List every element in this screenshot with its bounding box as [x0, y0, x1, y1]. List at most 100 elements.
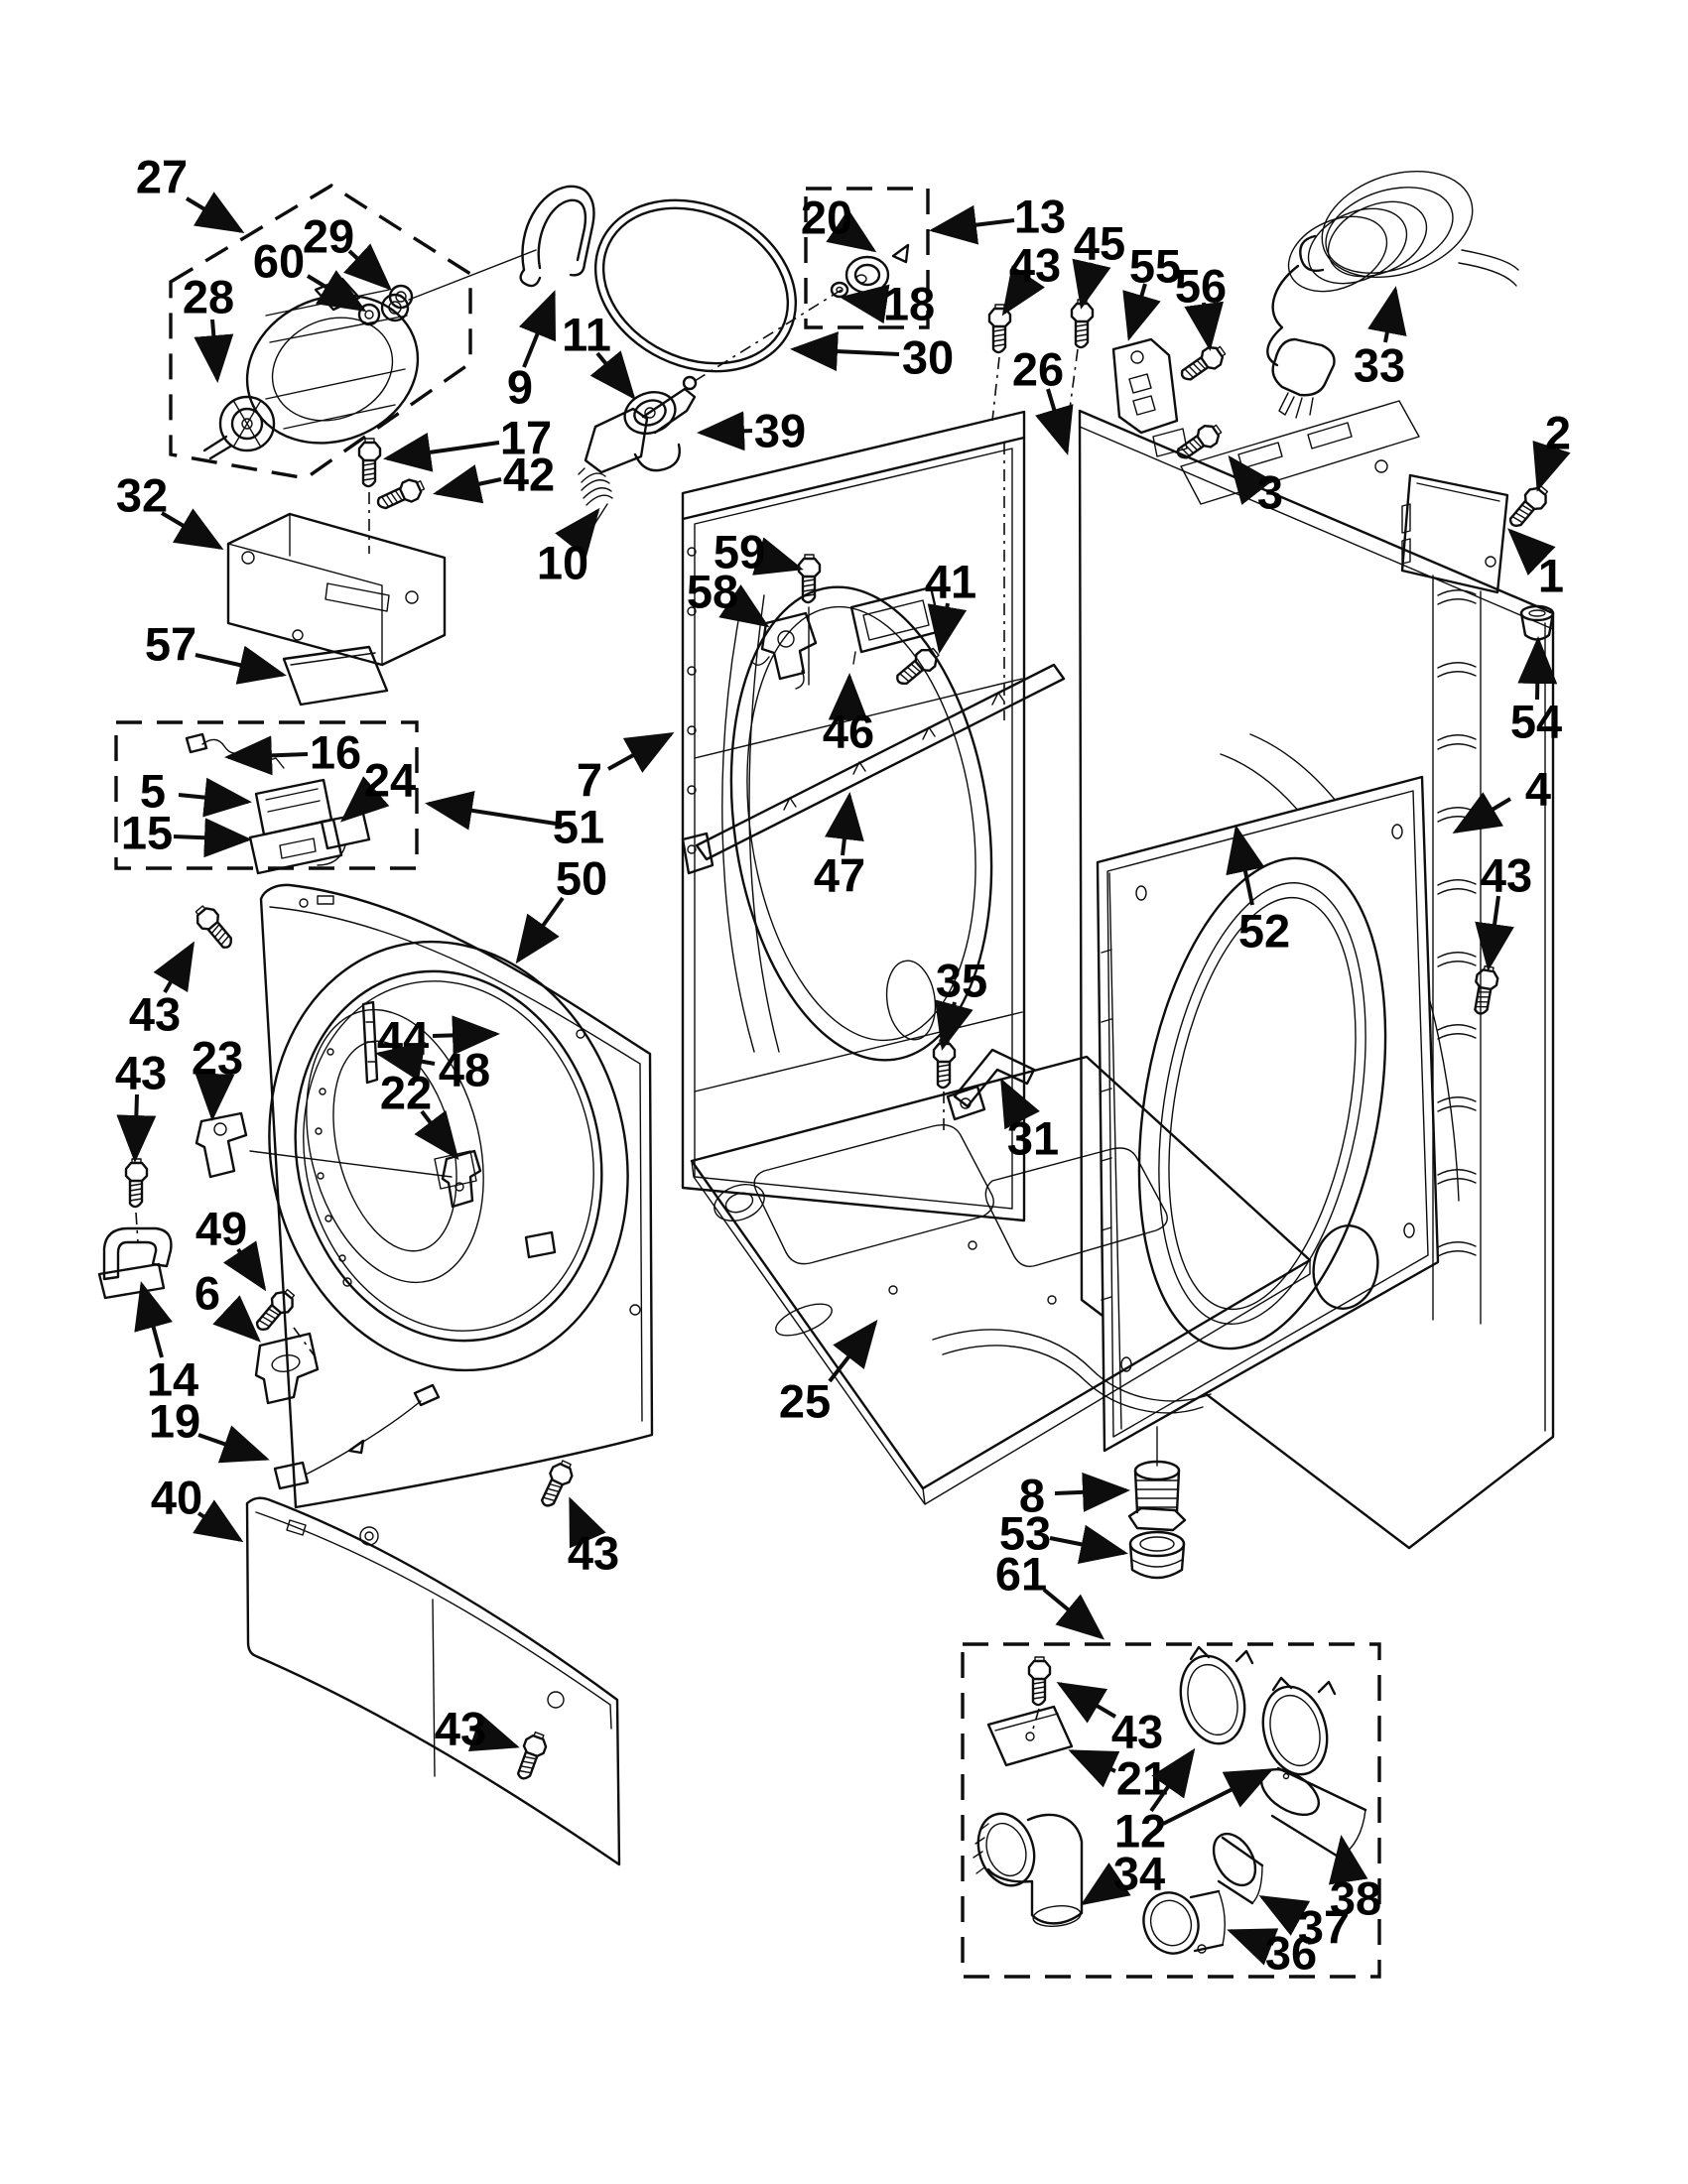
screw-2 [1503, 480, 1554, 534]
callout-arrow-47 [825, 792, 864, 856]
callout-label-5: 5 [140, 765, 166, 818]
callout-arrow-44 [432, 1015, 500, 1056]
callout-arrow-5 [178, 777, 252, 818]
callout-label-13: 13 [1014, 191, 1066, 243]
callout-arrow-38 [1328, 1835, 1368, 1885]
callout-label-38: 38 [1330, 1872, 1381, 1925]
callout-arrow-61 [1042, 1588, 1105, 1640]
callout-label-20: 20 [801, 192, 852, 244]
callout-arrow-18 [840, 284, 890, 324]
console-bracket [1065, 337, 1179, 440]
callout-label-43: 43 [568, 1527, 619, 1580]
callout-label-3: 3 [1257, 466, 1283, 519]
callout-arrow-7 [607, 732, 675, 773]
callout-arrow-59 [752, 537, 804, 576]
spec-sticker [282, 645, 389, 707]
callout-label-41: 41 [925, 556, 976, 608]
callout-label-1: 1 [1538, 550, 1564, 602]
callout-arrow-4 [1452, 792, 1512, 835]
callout-arrow-29 [343, 243, 392, 291]
callout-label-29: 29 [303, 210, 354, 263]
callout-label-31: 31 [1007, 1112, 1059, 1165]
callout-arrow-30 [790, 331, 900, 372]
door-catch [254, 1327, 320, 1405]
idler-arm-assembly [584, 289, 843, 474]
screw-56 [1176, 340, 1231, 388]
callout-arrow-52 [1226, 825, 1265, 906]
callout-label-54: 54 [1510, 696, 1562, 748]
callout-label-51: 51 [553, 801, 604, 853]
callout-arrow-8 [1054, 1472, 1130, 1512]
callout-label-8: 8 [1019, 1470, 1045, 1522]
callout-arrow-43 [116, 1093, 157, 1163]
callout-arrow-50 [515, 896, 565, 964]
callout-arrow-35 [935, 999, 974, 1051]
callout-label-52: 52 [1238, 905, 1290, 958]
callout-label-58: 58 [687, 566, 738, 618]
callout-arrow-15 [173, 818, 252, 858]
callout-label-23: 23 [192, 1032, 243, 1085]
callout-label-61: 61 [995, 1548, 1047, 1601]
leveling-foot [1127, 1426, 1187, 1532]
callout-label-9: 9 [507, 361, 533, 414]
callout-arrow-57 [195, 645, 287, 685]
callout-label-43: 43 [1111, 1706, 1163, 1758]
terminal-block-cover [1400, 473, 1509, 594]
drive-belt [593, 198, 798, 373]
screw-fasteners [124, 298, 1554, 1784]
door-switch-kit-box [114, 720, 419, 870]
callout-arrow-21 [1068, 1749, 1120, 1788]
screw-43-g [1027, 1655, 1052, 1707]
callout-arrow-54 [1517, 636, 1558, 701]
callout-label-43: 43 [115, 1047, 167, 1099]
foot-cap [1128, 1530, 1186, 1580]
callout-arrow-43 [569, 1496, 606, 1549]
callout-label-33: 33 [1354, 339, 1405, 392]
callout-label-50: 50 [556, 852, 607, 905]
side-vent-louvers [1432, 575, 1482, 1325]
screw-43-d [124, 1157, 149, 1209]
screw-43-b [1469, 964, 1501, 1017]
callout-arrow-9 [518, 290, 557, 368]
callout-arrow-40 [193, 1499, 244, 1543]
door-strike [441, 1149, 482, 1209]
callout-arrow-11 [589, 350, 636, 401]
callout-arrow-20 [826, 208, 877, 253]
callout-arrow-36 [1227, 1928, 1279, 1966]
callout-label-40: 40 [151, 1472, 202, 1524]
callout-label-60: 60 [253, 235, 305, 288]
callout-label-15: 15 [121, 807, 173, 859]
callout-label-45: 45 [1074, 217, 1125, 270]
callout-label-43: 43 [435, 1703, 486, 1755]
callout-arrow-49 [222, 1240, 267, 1292]
callout-arrow-45 [1072, 258, 1111, 310]
vent-kit-parts [973, 1645, 1367, 1955]
callout-arrow-12 [1149, 1747, 1196, 1813]
callout-arrow-39 [697, 411, 753, 451]
lint-duct-strip [681, 663, 1066, 875]
callout-label-11: 11 [562, 309, 611, 361]
base-assembly [690, 1055, 1312, 1505]
callout-arrow-12 [1162, 1768, 1274, 1826]
callout-arrow-26 [1035, 388, 1074, 455]
callout-label-17: 17 [500, 412, 552, 464]
shaft-clamp-parts [357, 249, 537, 326]
motor-mounting-bracket [226, 512, 447, 667]
callout-arrow-27 [185, 192, 245, 234]
callout-arrow-34 [1080, 1862, 1131, 1906]
callout-label-47: 47 [814, 849, 865, 902]
callout-arrow-10 [555, 507, 600, 558]
callout-label-48: 48 [439, 1044, 490, 1096]
callout-label-18: 18 [883, 278, 935, 330]
callout-arrow-60 [306, 270, 367, 313]
callout-label-53: 53 [999, 1507, 1051, 1560]
callout-arrow-25 [828, 1319, 878, 1383]
callout-arrow-1 [1507, 528, 1556, 576]
callout-arrow-17 [383, 433, 500, 472]
screw-17 [357, 437, 382, 488]
callout-label-10: 10 [537, 537, 588, 589]
callout-arrow-53 [1049, 1524, 1128, 1564]
callout-arrow-55 [1122, 283, 1161, 341]
callout-arrow-43 [1001, 265, 1046, 317]
